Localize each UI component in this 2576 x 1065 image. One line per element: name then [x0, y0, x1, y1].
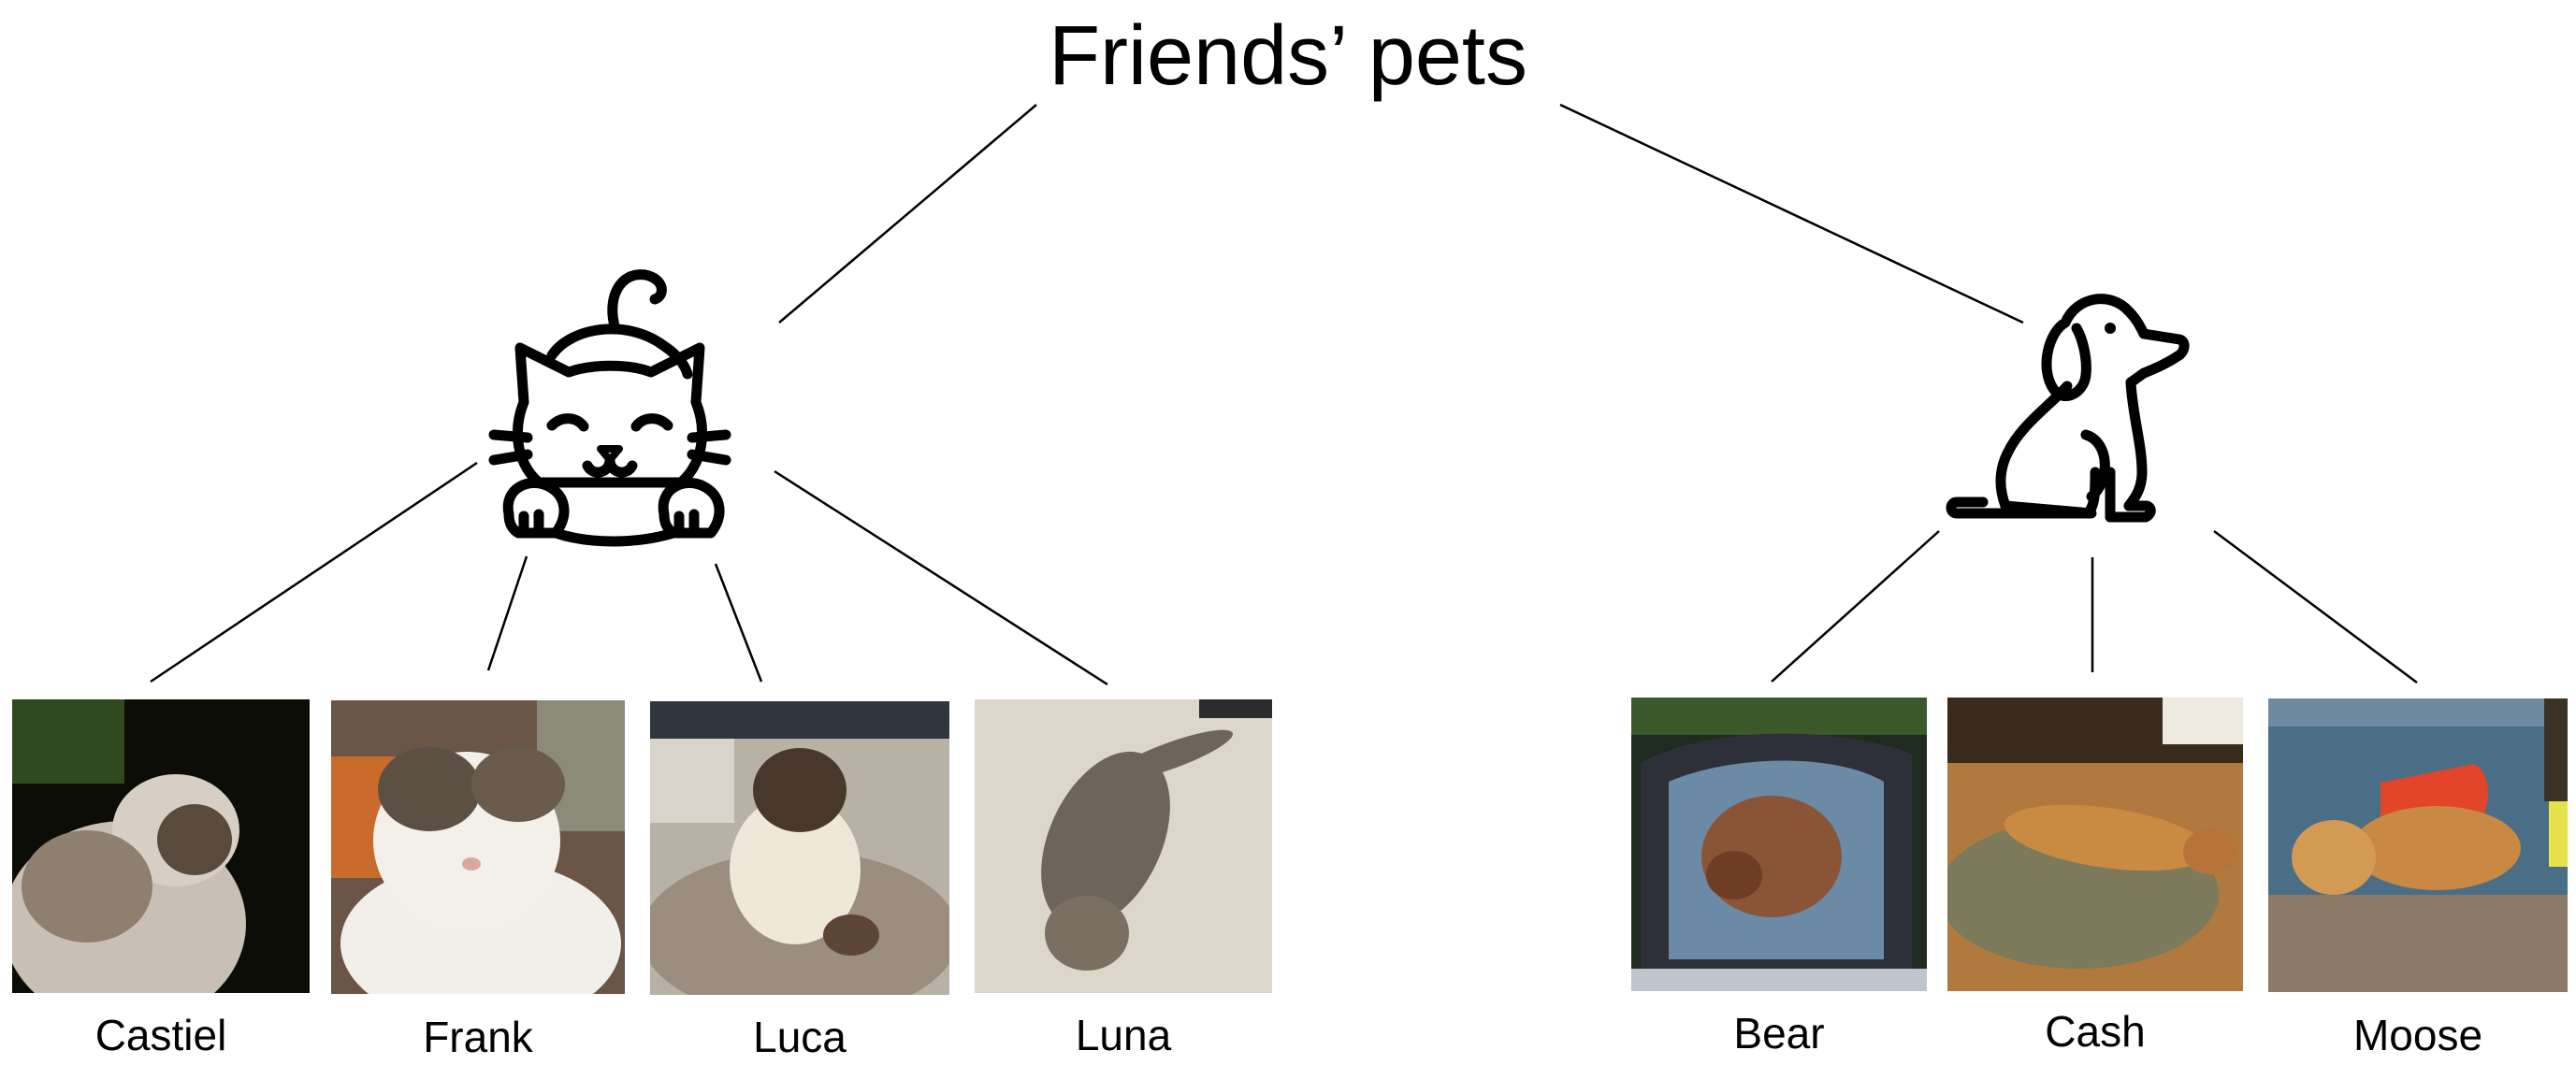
connector-dog-to-moose — [2213, 529, 2418, 684]
connector-cat-to-luna — [774, 469, 1108, 686]
caption-castiel: Castiel — [94, 1011, 227, 1059]
luna-photo — [975, 699, 1272, 993]
caption-cash: Cash — [2045, 1007, 2146, 1056]
dog-icon — [1946, 285, 2245, 538]
frank-photo — [331, 700, 625, 994]
connector-title-to-cat — [778, 104, 1037, 324]
castiel-photo — [12, 699, 310, 993]
cash-photo — [1947, 698, 2243, 991]
luca-photo — [650, 701, 949, 995]
bear-photo — [1631, 698, 1927, 991]
caption-frank: Frank — [423, 1013, 533, 1061]
connector-cat-to-luca — [714, 563, 763, 683]
caption-luna: Luna — [1075, 1011, 1172, 1059]
caption-bear: Bear — [1733, 1009, 1825, 1058]
connector-cat-to-frank — [486, 555, 528, 671]
caption-luca: Luca — [753, 1013, 847, 1061]
diagram-title: Friends’ pets — [1049, 9, 1527, 103]
caption-moose: Moose — [2352, 1011, 2483, 1059]
connector-title-to-dog — [1559, 103, 2024, 324]
connector-dog-to-bear — [1771, 530, 1940, 683]
connector-cat-to-castiel — [150, 461, 478, 684]
moose-photo — [2268, 698, 2568, 992]
cat-icon — [486, 262, 748, 552]
